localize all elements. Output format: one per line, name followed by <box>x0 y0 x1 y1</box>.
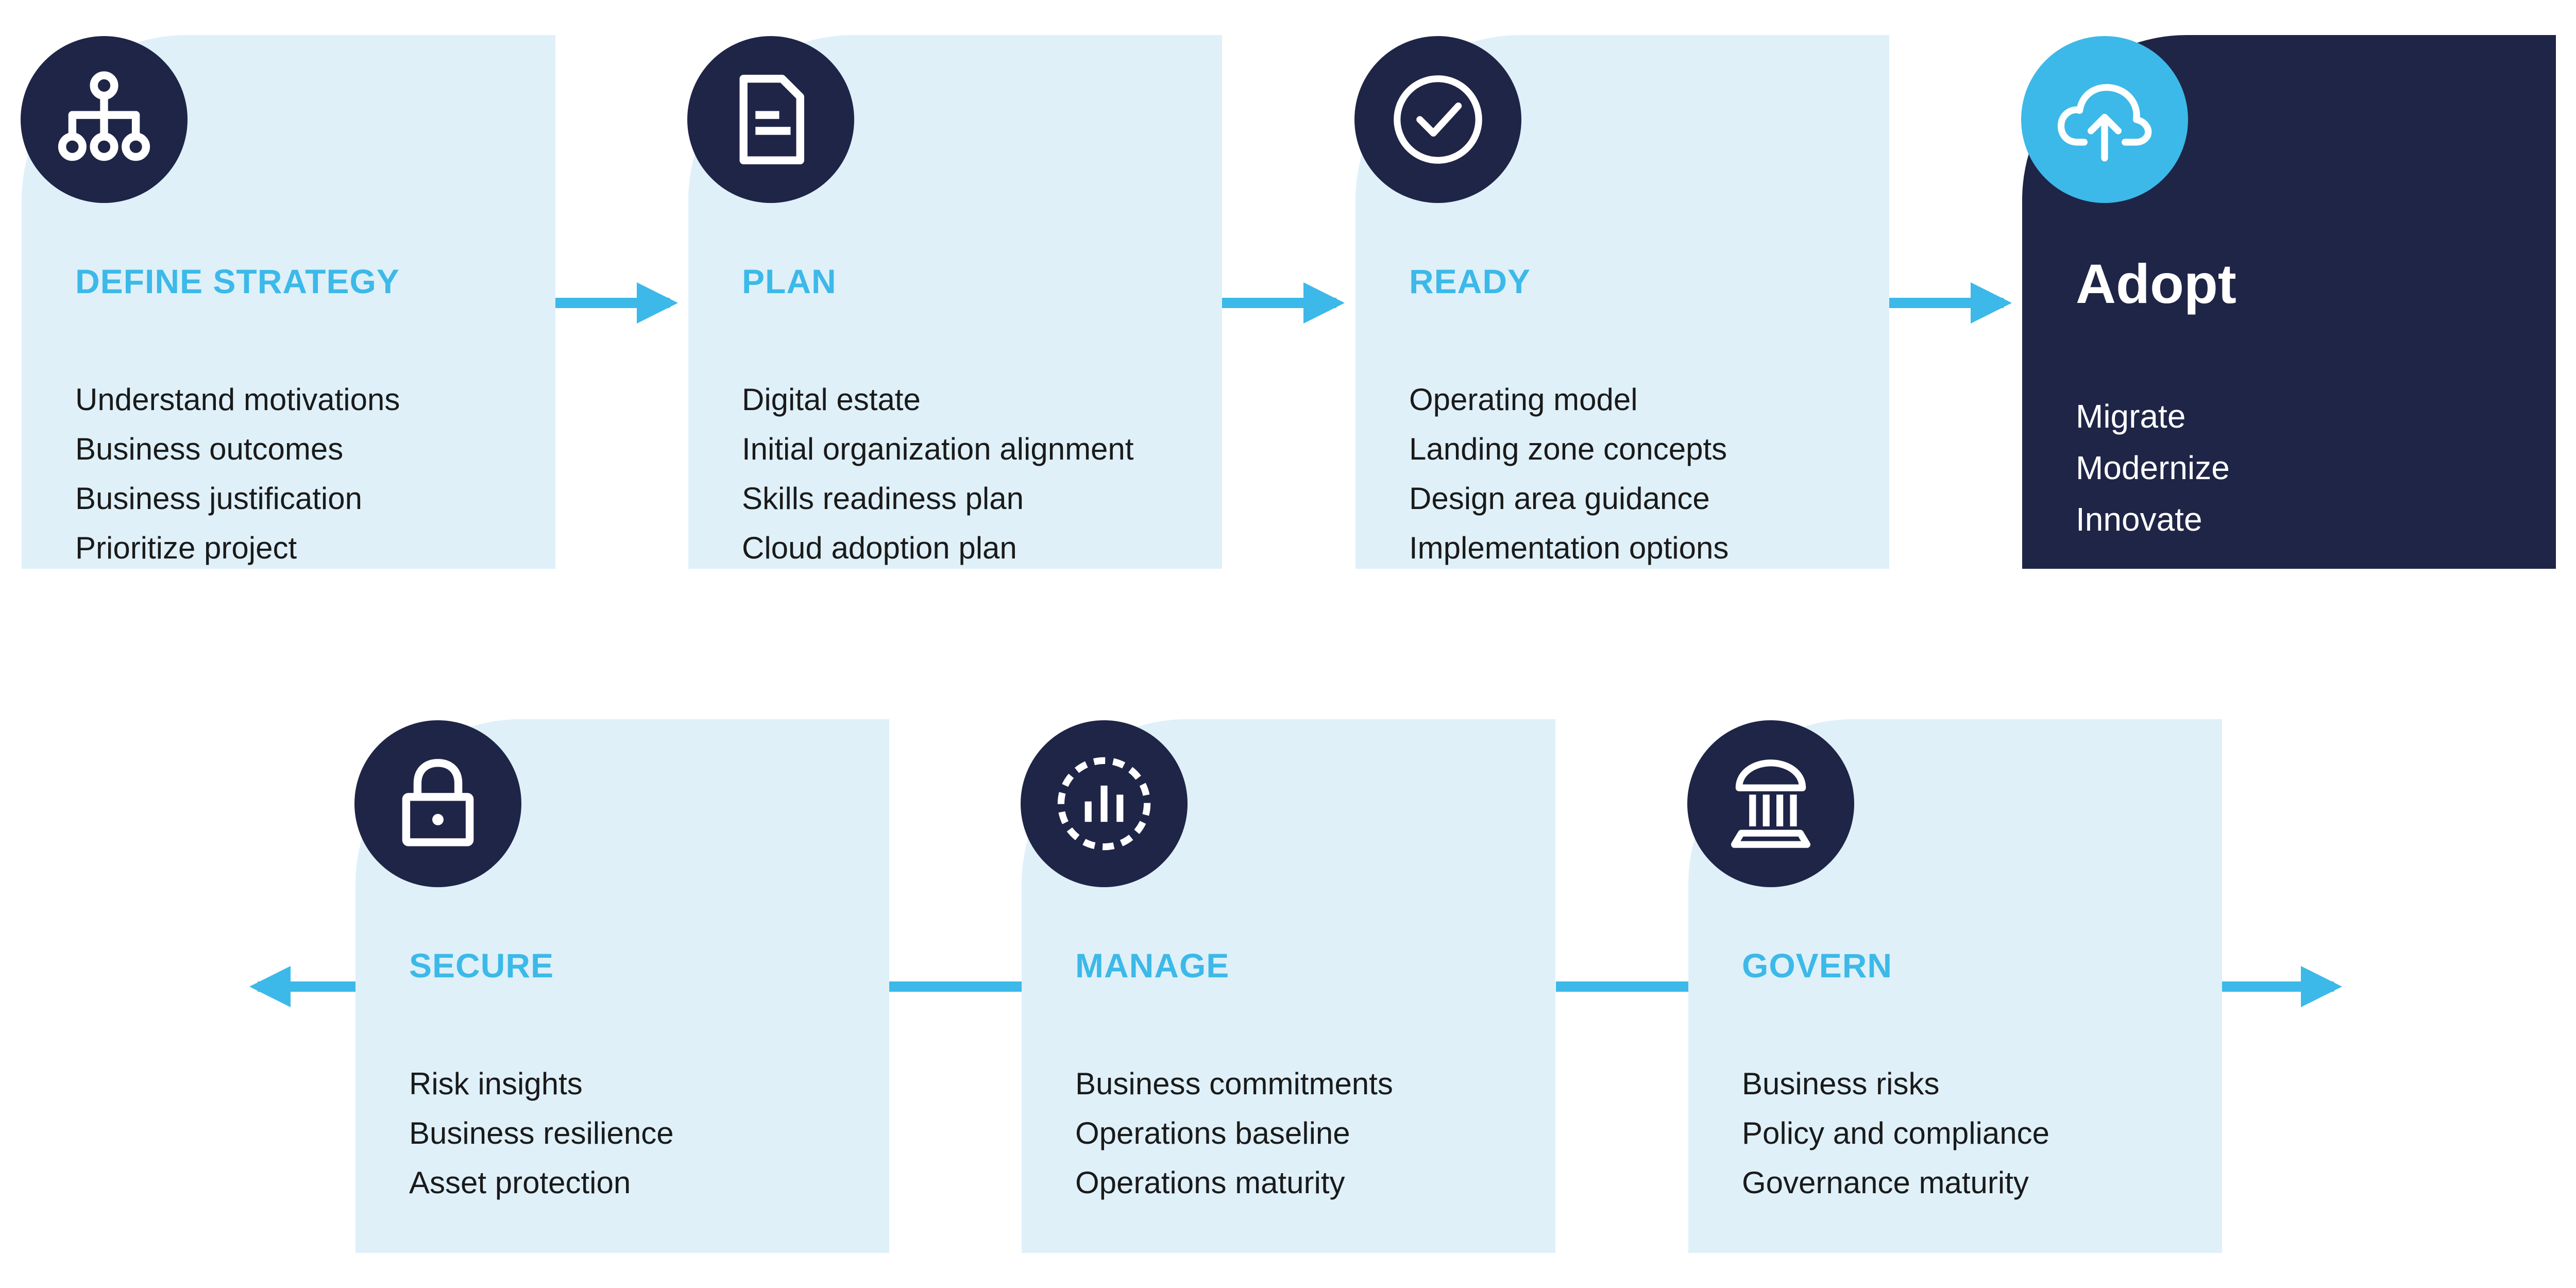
list-item: Landing zone concepts <box>1409 432 1727 466</box>
list-item: Migrate <box>2076 398 2186 435</box>
list-item: Operations maturity <box>1075 1165 1345 1200</box>
list-item: Business justification <box>75 481 362 516</box>
card-item-list: Business risks Policy and compliance Gov… <box>1742 1059 2049 1208</box>
list-item: Skills readiness plan <box>742 481 1024 516</box>
card-item-list: Operating model Landing zone concepts De… <box>1409 375 1728 573</box>
list-item: Risk insights <box>409 1066 583 1101</box>
dashboard-chart-icon <box>1057 757 1151 851</box>
card-title: MANAGE <box>1075 946 1230 985</box>
card-title: READY <box>1409 262 1531 300</box>
cloud-upload-icon <box>2057 84 2152 162</box>
list-item: Initial organization alignment <box>742 432 1134 466</box>
list-item: Policy and compliance <box>1742 1116 2049 1150</box>
list-item: Governance maturity <box>1742 1165 2029 1200</box>
badge-ready <box>1354 36 1521 203</box>
card-define-strategy: DEFINE STRATEGY Understand motivations B… <box>22 35 555 569</box>
list-item: Business risks <box>1742 1066 1940 1101</box>
document-icon <box>739 75 804 164</box>
list-item: Digital estate <box>742 382 921 417</box>
list-item: Business resilience <box>409 1116 674 1150</box>
card-item-list: Migrate Modernize Innovate <box>2076 391 2230 545</box>
card-item-list: Understand motivations Business outcomes… <box>75 375 400 573</box>
padlock-icon <box>402 759 474 846</box>
badge-secure <box>354 720 521 887</box>
list-item: Business commitments <box>1075 1066 1393 1101</box>
list-item: Cloud adoption plan <box>742 531 1017 565</box>
card-item-list: Business commitments Operations baseline… <box>1075 1059 1393 1208</box>
list-item: Design area guidance <box>1409 481 1710 516</box>
list-item: Business outcomes <box>75 432 344 466</box>
card-title: SECURE <box>409 946 554 985</box>
hierarchy-icon <box>58 71 150 161</box>
card-item-list: Risk insights Business resilience Asset … <box>409 1059 674 1208</box>
institution-icon <box>1731 759 1810 848</box>
list-item: Modernize <box>2076 449 2230 486</box>
card-item-list: Digital estate Initial organization alig… <box>742 375 1133 573</box>
list-item: Operating model <box>1409 382 1638 417</box>
list-item: Implementation options <box>1409 531 1729 565</box>
card-title: Adopt <box>2076 252 2236 315</box>
badge-define-strategy <box>21 36 188 203</box>
badge-manage <box>1021 720 1188 887</box>
badge-adopt <box>2021 36 2188 203</box>
checkmark-circle-icon <box>1394 75 1482 164</box>
list-item: Understand motivations <box>75 382 400 417</box>
card-title: PLAN <box>742 262 837 300</box>
list-item: Asset protection <box>409 1165 631 1200</box>
card-title: DEFINE STRATEGY <box>75 262 400 300</box>
list-item: Operations baseline <box>1075 1116 1350 1150</box>
badge-govern <box>1687 720 1854 887</box>
badge-plan <box>687 36 854 203</box>
list-item: Prioritize project <box>75 531 297 565</box>
list-item: Innovate <box>2076 501 2202 538</box>
card-title: GOVERN <box>1742 946 1893 985</box>
